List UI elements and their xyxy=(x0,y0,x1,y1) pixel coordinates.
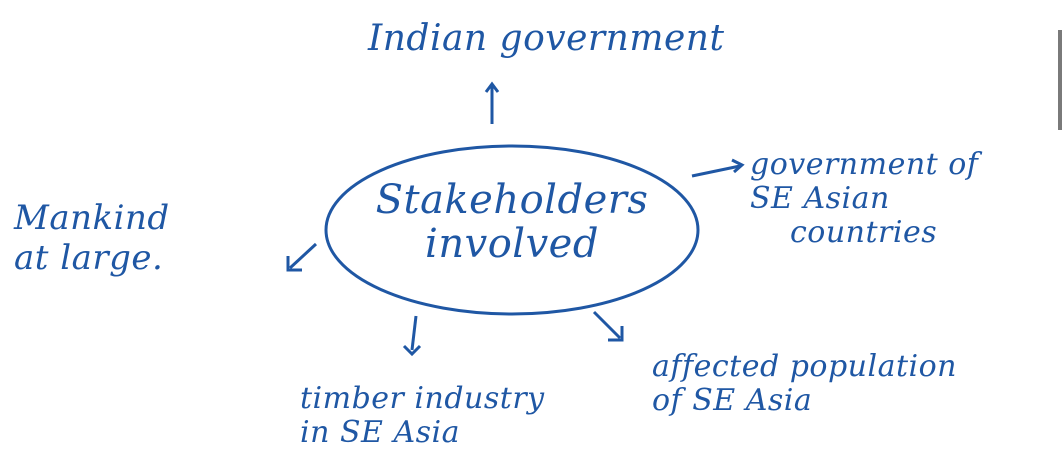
bottom-left-node-line-2: in SE Asia xyxy=(300,415,460,450)
bottom-left-node-label: timber industry in SE Asia xyxy=(300,382,545,450)
arrow-to-bottom-right xyxy=(592,310,624,342)
bottom-right-node-line-1: affected population xyxy=(652,349,958,384)
right-node-line-3: countries xyxy=(790,215,938,250)
arrow-to-top xyxy=(484,81,500,124)
center-node-label: Stakeholders involved xyxy=(362,178,662,266)
top-node-label: Indian government xyxy=(368,18,725,59)
left-node-line-1: Mankind xyxy=(14,198,170,238)
center-node-line-2: involved xyxy=(425,221,599,267)
arrow-to-bottom-left xyxy=(402,315,422,357)
top-node-line-1: Indian government xyxy=(368,18,725,59)
bottom-right-node-label: affected population of SE Asia xyxy=(652,350,957,418)
bottom-left-node-line-1: timber industry xyxy=(300,381,545,416)
left-node-label: Mankind at large. xyxy=(14,198,170,278)
center-ellipse xyxy=(324,144,700,316)
right-node-line-2: SE Asian xyxy=(750,181,890,216)
scan-edge-mark xyxy=(1058,30,1062,130)
right-node-line-1: government of xyxy=(750,147,979,182)
left-node-line-2: at large. xyxy=(14,238,164,278)
arrow-to-left xyxy=(286,242,318,272)
right-node-label: government of SE Asian countries xyxy=(750,148,978,250)
arrow-to-right xyxy=(691,158,745,178)
center-node-line-1: Stakeholders xyxy=(375,177,649,223)
bottom-right-node-line-2: of SE Asia xyxy=(652,383,813,418)
